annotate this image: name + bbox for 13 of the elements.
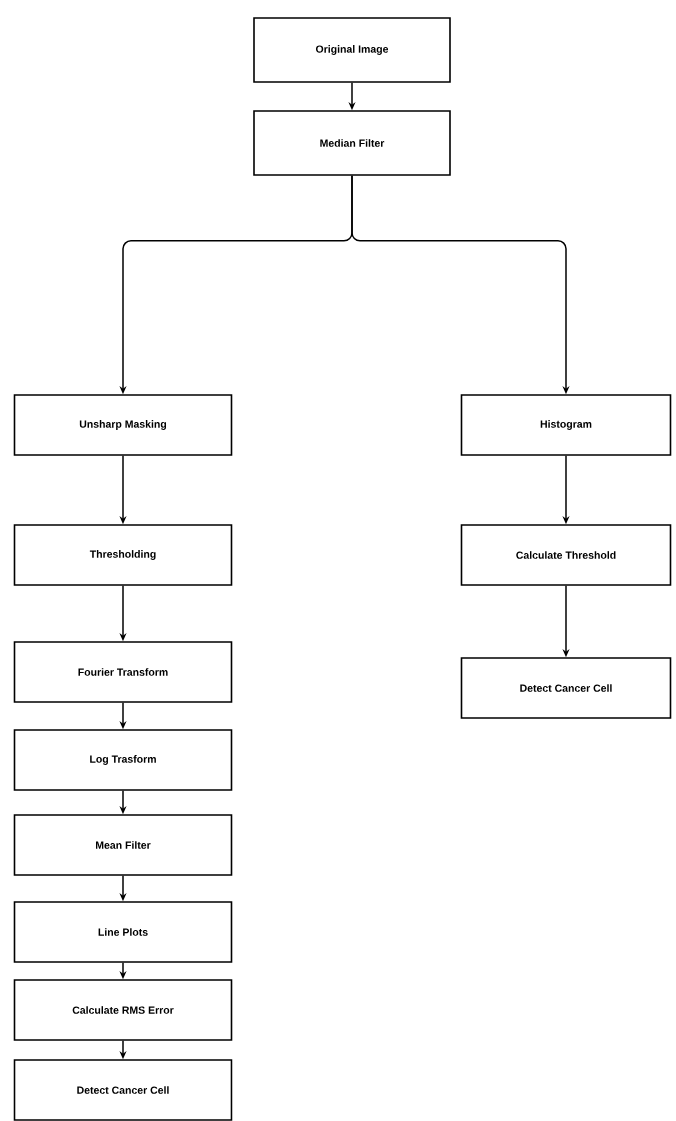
process-box: Original Image [253,17,451,83]
process-box: Calculate Threshold [460,524,672,586]
process-box: Detect Cancer Cell [13,1059,233,1121]
process-box: Unsharp Masking [13,394,233,456]
process-box: Mean Filter [13,814,233,876]
process-box: Log Trasform [13,729,233,791]
process-box: Detect Cancer Cell [460,657,672,719]
process-box: Calculate RMS Error [13,979,233,1041]
process-box: Line Plots [13,901,233,963]
process-box: Fourier Transform [13,641,233,703]
process-box: Histogram [460,394,672,456]
process-box: Median Filter [253,110,451,176]
process-box: Thresholding [13,524,233,586]
